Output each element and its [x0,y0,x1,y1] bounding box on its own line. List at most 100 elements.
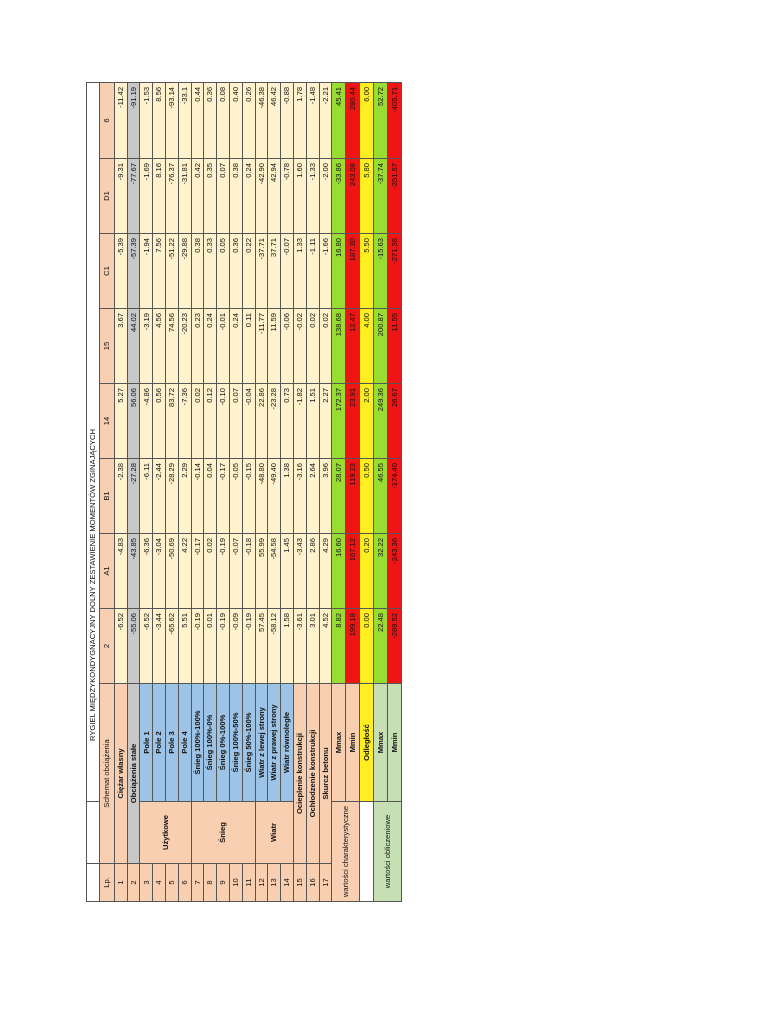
value-cell: -3.44 [152,608,166,684]
row-lp: 10 [229,863,243,902]
value-cell: -0.78 [280,158,294,234]
value-cell: 0.56 [152,383,166,459]
value-cell: -37.71 [255,233,268,309]
moments-table: RYGIEL MIĘDZYKONDYGNACYJNY DOLNY ZESTAWI… [86,82,402,902]
value-cell: -77.67 [127,158,140,234]
summary-cell: -33.86 [331,158,346,234]
value-cell: -1.11 [306,233,320,309]
value-cell: -51.22 [165,233,179,309]
summary-cell: 4.00 [359,308,374,384]
value-cell: -2.00 [319,158,332,234]
row-lp: 6 [178,863,192,902]
header-col: 15 [99,308,115,384]
value-cell: 0.07 [229,383,243,459]
value-cell: 1.58 [280,608,294,684]
summary-cell: 52.72 [373,82,388,159]
group-wiatr: Wiatr [255,801,294,864]
value-cell: -1.82 [293,383,307,459]
value-cell: -0.19 [216,533,230,609]
value-cell: 4.29 [319,533,332,609]
summary-cell: 2.00 [359,383,374,459]
value-cell: 1.78 [293,82,307,159]
calc-values-label: wartości obliczeniowe [373,801,402,902]
value-cell: 0.04 [203,458,217,534]
value-cell: -6.52 [114,608,128,684]
value-cell: -6.11 [139,458,153,534]
summary-cell: 172.37 [331,383,346,459]
value-cell: 0.05 [216,233,230,309]
row-label: Ocieplenie konstrukcji [293,683,307,864]
value-cell: -2.38 [114,458,128,534]
value-cell: 0.24 [229,308,243,384]
char-values-label: wartości charakterystyczne [331,801,360,902]
value-cell: 5.51 [178,608,192,684]
value-cell: 1.45 [280,533,294,609]
row-lp: 9 [216,863,230,902]
row-lp: 7 [191,863,204,902]
value-cell: -0.09 [229,608,243,684]
header-col: 14 [99,383,115,459]
value-cell: 2.86 [306,533,320,609]
value-cell: 0.38 [191,233,204,309]
value-cell: -3.19 [139,308,153,384]
summary-cell: -271.36 [387,233,402,309]
value-cell: 46.42 [267,82,281,159]
row-lp: 13 [267,863,281,902]
value-cell: -1.33 [306,158,320,234]
value-cell: -4.83 [114,533,128,609]
value-cell: -49.40 [267,458,281,534]
summary-cell: -405.71 [387,82,402,159]
summary-cell: -174.40 [387,458,402,534]
value-cell: -0.88 [280,82,294,159]
value-cell: 3.01 [306,608,320,684]
summary-cell: 0.00 [359,608,374,684]
value-cell: -93.14 [165,82,179,159]
value-cell: -3.61 [293,608,307,684]
summary-cell: 26.67 [387,383,402,459]
value-cell: -0.07 [280,233,294,309]
value-cell: -54.58 [267,533,281,609]
summary-cell: -289.52 [387,608,402,684]
value-cell: 0.24 [203,308,217,384]
table-title: RYGIEL MIĘDZYKONDYGNACYJNY DOLNY ZESTAWI… [86,82,100,802]
value-cell: 44.02 [127,308,140,384]
value-cell: -1.48 [306,82,320,159]
value-cell: -20.23 [178,308,192,384]
value-cell: 57.45 [255,608,268,684]
value-cell: 0.36 [229,233,243,309]
value-cell: -0.02 [293,308,307,384]
summary-cell: 0.20 [359,533,374,609]
summary-label: Mmax [331,683,346,802]
value-cell: 0.24 [242,158,256,234]
summary-cell: 200.87 [373,308,388,384]
value-cell: 8.56 [152,82,166,159]
row-label: Pole 1 [139,683,153,802]
row-label: Wiatr równoległe [280,683,294,802]
value-cell: -11.42 [114,82,128,159]
summary-cell: 16.60 [331,533,346,609]
row-label: Śnieg 100%-0% [203,683,217,802]
value-cell: -65.62 [165,608,179,684]
value-cell: 0.01 [203,608,217,684]
summary-cell: 138.68 [331,308,346,384]
row-lp: 15 [293,863,307,902]
value-cell: 0.02 [191,383,204,459]
value-cell: -1.69 [139,158,153,234]
row-lp: 16 [306,863,320,902]
value-cell: -0.04 [242,383,256,459]
row-label: Ochłodzenie konstrukcji [306,683,320,864]
summary-label: Mmax [373,683,388,802]
value-cell: 2.27 [319,383,332,459]
value-cell: 0.26 [242,82,256,159]
